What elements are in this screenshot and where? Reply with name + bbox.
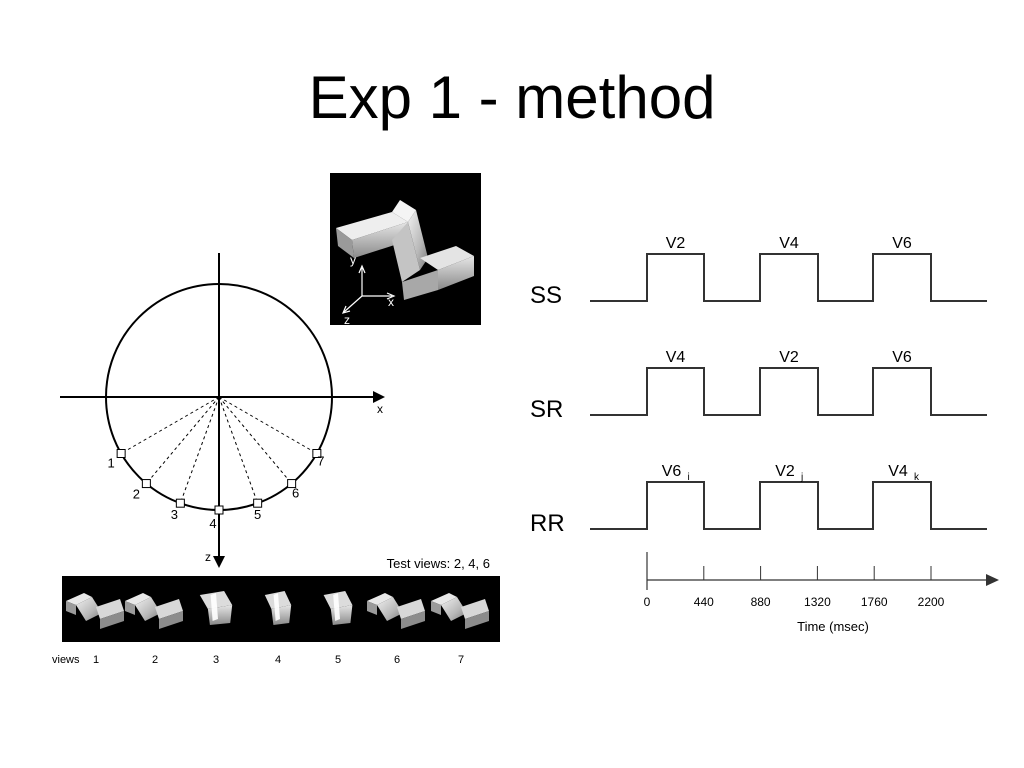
view-ray [218, 396, 318, 454]
time-tick-label: 0 [644, 595, 651, 609]
x-axis-arrowhead [373, 391, 385, 403]
time-tick-label: 440 [694, 595, 714, 609]
inset-y-label: y [350, 253, 356, 267]
view-marker [253, 498, 263, 508]
test-views-strip: Test views: 2, 4, 6 views 1 2 3 4 5 6 7 [52, 556, 500, 666]
time-tick-label: 880 [751, 595, 771, 609]
view-marker [141, 479, 151, 489]
pulse-label: V4 [888, 463, 908, 480]
page-title: Exp 1 - method [308, 64, 716, 131]
view-markers [116, 449, 322, 515]
view-labels: 1 2 3 4 5 6 7 [108, 454, 325, 532]
view-marker [312, 449, 322, 458]
pulse-label: V2 [775, 463, 795, 480]
strip-view-number: 3 [213, 654, 219, 666]
pulse-label: V2 [779, 349, 799, 366]
strip-object-view [264, 591, 292, 625]
view-number-label: 7 [317, 454, 324, 469]
pulse-label: V4 [666, 349, 686, 366]
object-inset: y x z [330, 173, 481, 327]
views-label: views [52, 654, 80, 666]
z-axis-arrowhead [213, 556, 225, 568]
strip-view-number: 1 [93, 654, 99, 666]
strip-view-number: 2 [152, 654, 158, 666]
view-number-label: 4 [209, 516, 216, 531]
pulse-label: V4 [779, 235, 799, 252]
strip-view-numbers: 1 2 3 4 5 6 7 [93, 654, 464, 666]
timing-waveform [590, 253, 987, 302]
x-axis-label: x [377, 402, 383, 416]
view-number-label: 2 [133, 487, 140, 502]
strip-objects [66, 591, 489, 629]
view-number-label: 6 [292, 486, 299, 501]
time-axis-label: Time (msec) [797, 619, 869, 634]
view-ray [179, 396, 220, 504]
timing-waveform [590, 481, 987, 530]
view-number-label: 5 [254, 507, 261, 522]
time-tick-label: 1760 [861, 595, 888, 609]
timing-row-label: SS [530, 282, 562, 309]
strip-view-number: 5 [335, 654, 341, 666]
circle-diagram: x z 1 2 3 4 5 6 7 [60, 253, 385, 568]
strip-view-number: 4 [275, 654, 281, 666]
strip-view-number: 6 [394, 654, 400, 666]
view-marker [116, 449, 126, 458]
view-number-label: 3 [171, 507, 178, 522]
view-ray [218, 396, 293, 484]
strip-object-view [199, 591, 233, 625]
time-axis-arrowhead [986, 574, 999, 586]
timing-waveform [590, 367, 987, 416]
time-tick-label: 1320 [804, 595, 831, 609]
pulse-label: V2 [666, 235, 686, 252]
view-marker [214, 505, 224, 515]
inset-z-label: z [344, 313, 350, 327]
inset-x-label: x [388, 295, 394, 309]
test-views-label: Test views: 2, 4, 6 [387, 556, 490, 571]
pulse-label-subscript: i [688, 472, 690, 483]
strip-object-view [367, 593, 425, 629]
timing-row-rr: RR V6 i V2 j V4 k [530, 463, 987, 537]
view-marker [175, 498, 185, 508]
view-rays [120, 396, 318, 504]
pulse-label: V6 [892, 235, 912, 252]
timing-row-sr: SR V4 V2 V6 [530, 349, 987, 423]
view-ray [120, 396, 220, 454]
inset-axes [341, 264, 396, 314]
view-marker [287, 479, 297, 489]
strip-object-view [431, 593, 489, 629]
z-axis-label: z [205, 550, 211, 564]
time-tick-label: 2200 [918, 595, 945, 609]
strip-object-view [323, 591, 353, 625]
pulse-label: V6 [662, 463, 682, 480]
timing-row-label: RR [530, 510, 565, 537]
strip-object-view [66, 593, 124, 629]
view-ray [145, 396, 220, 484]
view-ray [218, 396, 259, 504]
strip-view-number: 7 [458, 654, 464, 666]
strip-object-view [125, 593, 183, 629]
view-number-label: 1 [108, 456, 115, 471]
pulse-label-subscript: k [914, 472, 920, 483]
pulse-label: V6 [892, 349, 912, 366]
timing-row-label: SR [530, 396, 563, 423]
pulse-label-subscript: j [800, 472, 803, 483]
z-shape-object [336, 200, 474, 300]
timing-row-ss: SS V2 V4 V6 [530, 235, 987, 309]
